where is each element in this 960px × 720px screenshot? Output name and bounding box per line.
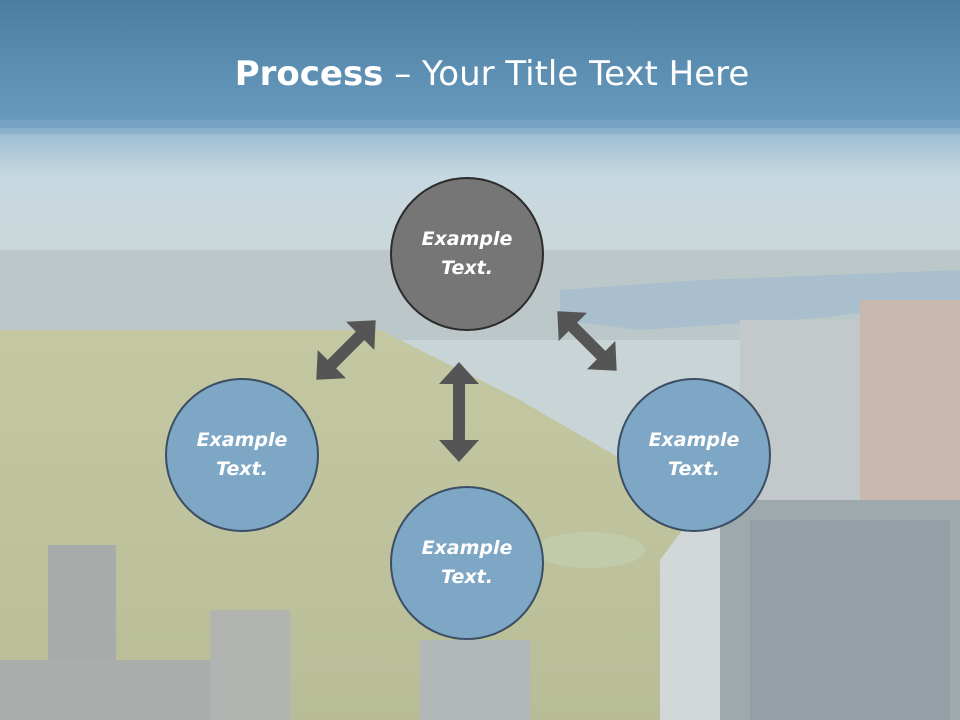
node-top-line1: Example	[421, 228, 513, 250]
title-rest: – Your Title Text Here	[383, 54, 750, 94]
node-top: Example Text.	[390, 177, 544, 331]
node-bottom: Example Text.	[390, 486, 544, 640]
node-left: Example Text.	[165, 378, 319, 532]
node-bottom-line2: Text.	[441, 566, 493, 588]
slide-title: Process – Your Title Text Here	[0, 52, 960, 96]
node-right-line1: Example	[648, 429, 740, 451]
arrow-top-right	[557, 311, 617, 371]
node-top-line2: Text.	[441, 257, 493, 279]
node-right-line2: Text.	[668, 458, 720, 480]
arrow-vertical	[439, 362, 479, 462]
arrow-top-left	[316, 320, 376, 380]
node-bottom-line1: Example	[421, 537, 513, 559]
node-left-line2: Text.	[216, 458, 268, 480]
node-left-line1: Example	[196, 429, 288, 451]
node-right: Example Text.	[617, 378, 771, 532]
title-bold: Process	[234, 54, 384, 94]
